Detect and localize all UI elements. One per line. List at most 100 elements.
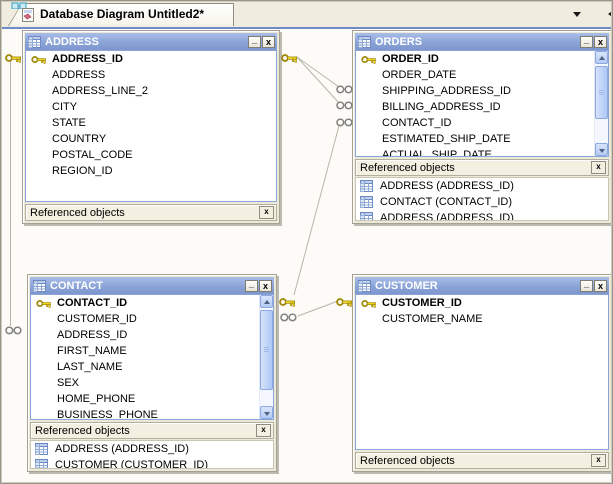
foreign-key-link-icon [336, 115, 353, 133]
referenced-objects-bar: Referenced objects x [25, 204, 277, 221]
referenced-objects-label: Referenced objects [360, 161, 455, 174]
referenced-objects-bar: Referenced objects x [355, 159, 609, 176]
column-row[interactable]: CONTACT_ID [382, 117, 452, 129]
column-row[interactable]: ORDER_ID [356, 51, 608, 67]
referenced-objects-list: ADDRESS (ADDRESS_ID) CUSTOMER (CUSTOMER_… [30, 440, 274, 469]
close-button[interactable]: x [594, 279, 607, 292]
referenced-object-row[interactable]: CONTACT (CONTACT_ID) [356, 194, 608, 210]
scroll-down-icon[interactable] [260, 406, 273, 419]
key-icon [361, 54, 377, 65]
table-icon [360, 212, 373, 220]
column-row[interactable]: COUNTRY [52, 133, 107, 145]
tab-database-diagram[interactable] [8, 3, 234, 26]
column-row[interactable]: ADDRESS_ID [26, 51, 276, 67]
referenced-object-row[interactable]: ADDRESS (ADDRESS_ID) [356, 210, 608, 220]
referenced-object-row[interactable]: CUSTOMER (CUSTOMER_ID) [31, 457, 273, 468]
editor-tab-bar: Database Diagram Untitled2* [2, 2, 611, 29]
entity-contact-titlebar[interactable]: CONTACT _ x [30, 277, 274, 294]
tab-scroll-left-icon[interactable] [608, 9, 611, 19]
column-row[interactable]: POSTAL_CODE [52, 149, 133, 161]
table-icon [360, 196, 373, 208]
entity-customer-titlebar[interactable]: CUSTOMER _ x [355, 277, 609, 294]
column-row[interactable]: CUSTOMER_ID [356, 295, 608, 311]
column-list: ORDER_ID ORDER_DATE SHIPPING_ADDRESS_ID … [355, 50, 609, 157]
column-row[interactable]: ACTUAL_SHIP_DATE [382, 149, 492, 157]
column-row[interactable]: ADDRESS [52, 69, 106, 81]
table-icon [360, 180, 373, 192]
column-row[interactable]: CONTACT_ID [31, 295, 273, 311]
entity-contact[interactable]: CONTACT _ x CONTACT_ID CUSTOMER_ID ADDRE… [27, 274, 277, 472]
column-list: CUSTOMER_ID CUSTOMER_NAME [355, 294, 609, 450]
tab-title[interactable]: Database Diagram Untitled2* [40, 7, 205, 21]
minimize-button[interactable]: _ [245, 279, 258, 292]
table-icon [358, 279, 371, 292]
primary-key-icon [336, 295, 353, 313]
referenced-objects-label: Referenced objects [360, 454, 455, 467]
referenced-object-row[interactable]: ADDRESS (ADDRESS_ID) [31, 441, 273, 457]
referenced-objects-bar: Referenced objects x [355, 452, 609, 469]
entity-title: ORDERS [375, 35, 423, 48]
close-icon[interactable]: x [256, 424, 271, 437]
scroll-up-icon[interactable] [260, 295, 273, 308]
entity-orders-titlebar[interactable]: ORDERS _ x [355, 33, 609, 50]
close-button[interactable]: x [594, 35, 607, 48]
column-row[interactable]: FIRST_NAME [57, 345, 127, 357]
new-diagram-icon [11, 2, 27, 9]
minimize-button[interactable]: _ [580, 279, 593, 292]
foreign-key-link-icon [336, 98, 353, 116]
column-row[interactable]: CITY [52, 101, 78, 113]
key-icon [361, 298, 377, 309]
scroll-down-icon[interactable] [595, 143, 608, 156]
referenced-object-row[interactable]: ADDRESS (ADDRESS_ID) [356, 178, 608, 194]
column-row[interactable]: ADDRESS_ID [57, 329, 128, 341]
table-icon [35, 459, 48, 468]
column-row[interactable]: BUSINESS_PHONE [57, 409, 158, 420]
entity-title: CUSTOMER [375, 279, 438, 292]
referenced-objects-label: Referenced objects [35, 424, 130, 437]
referenced-objects-label: Referenced objects [30, 206, 125, 219]
key-icon [36, 298, 52, 309]
entity-customer[interactable]: CUSTOMER _ x CUSTOMER_ID CUSTOMER_NAME R… [352, 274, 611, 472]
column-row[interactable]: STATE [52, 117, 86, 129]
vertical-scrollbar[interactable] [259, 295, 273, 419]
column-row[interactable]: REGION_ID [52, 165, 113, 177]
entity-title: ADDRESS [45, 35, 99, 48]
close-icon[interactable]: x [591, 161, 606, 174]
scrollbar-thumb[interactable] [595, 66, 608, 119]
column-row[interactable]: SHIPPING_ADDRESS_ID [382, 85, 511, 97]
column-row[interactable]: LAST_NAME [57, 361, 123, 373]
column-list: CONTACT_ID CUSTOMER_ID ADDRESS_ID FIRST_… [30, 294, 274, 420]
column-row[interactable]: ADDRESS_LINE_2 [52, 85, 148, 97]
referenced-objects-bar: Referenced objects x [30, 422, 274, 439]
vertical-scrollbar[interactable] [594, 51, 608, 156]
column-row[interactable]: ESTIMATED_SHIP_DATE [382, 133, 511, 145]
primary-key-icon [281, 51, 298, 69]
close-icon[interactable]: x [591, 454, 606, 467]
entity-orders[interactable]: ORDERS _ x ORDER_ID ORDER_DATE SHIPPING_… [352, 30, 611, 224]
close-button[interactable]: x [259, 279, 272, 292]
referenced-objects-list: ADDRESS (ADDRESS_ID) CONTACT (CONTACT_ID… [355, 177, 609, 221]
column-row[interactable]: BILLING_ADDRESS_ID [382, 101, 501, 113]
table-icon [28, 35, 41, 48]
column-row[interactable]: SEX [57, 377, 80, 389]
close-button[interactable]: x [262, 35, 275, 48]
table-icon [33, 279, 46, 292]
column-row[interactable]: ORDER_DATE [382, 69, 457, 81]
entity-address[interactable]: ADDRESS _ x ADDRESS_ID ADDRESS ADDRESS_L… [22, 30, 280, 224]
scroll-up-icon[interactable] [595, 51, 608, 64]
column-row[interactable]: CUSTOMER_NAME [382, 313, 483, 325]
table-icon [358, 35, 371, 48]
column-row[interactable]: CUSTOMER_ID [57, 313, 137, 325]
foreign-key-link-icon [280, 310, 297, 328]
column-row[interactable]: HOME_PHONE [57, 393, 136, 405]
entity-address-titlebar[interactable]: ADDRESS _ x [25, 33, 277, 50]
close-icon[interactable]: x [259, 206, 274, 219]
key-icon [31, 54, 47, 65]
minimize-button[interactable]: _ [248, 35, 261, 48]
column-list: ADDRESS_ID ADDRESS ADDRESS_LINE_2 CITY S… [25, 50, 277, 202]
minimize-button[interactable]: _ [580, 35, 593, 48]
scrollbar-thumb[interactable] [260, 310, 273, 390]
tab-list-chevron-down-icon[interactable] [573, 12, 581, 17]
